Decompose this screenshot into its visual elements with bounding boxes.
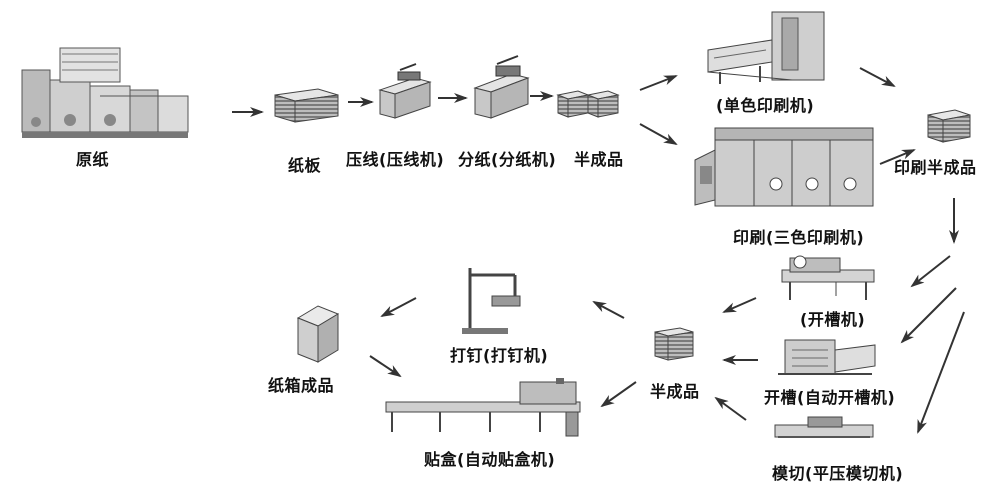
arrow-slotter-to-semi bbox=[722, 297, 757, 313]
arrow-semi-to-stitching bbox=[592, 301, 625, 319]
label-die-cut: 模切(平压模切机) bbox=[772, 464, 904, 483]
slitting-machine-icon bbox=[473, 55, 530, 119]
arrow-semi-to-single-printer bbox=[639, 75, 678, 91]
label-raw-paper: 原纸 bbox=[76, 150, 110, 169]
label-three-color-printer: 印刷(三色印刷机) bbox=[733, 228, 865, 247]
auto-slotter-machine-icon bbox=[778, 339, 876, 375]
label-semi-bottom: 半成品 bbox=[650, 382, 700, 401]
label-single-printer: (单色印刷机) bbox=[716, 96, 815, 115]
arrow-to-auto-slotter bbox=[900, 287, 957, 344]
creasing-machine-icon bbox=[378, 63, 432, 119]
arrow-stitching-to-box bbox=[380, 297, 417, 317]
arrow-semi-to-three-color-printer bbox=[639, 123, 678, 145]
label-gluing: 贴盒(自动贴盒机) bbox=[424, 450, 556, 469]
label-creasing: 压线(压线机) bbox=[346, 150, 445, 169]
label-semi-top: 半成品 bbox=[574, 150, 624, 169]
arrow-gluing-to-box bbox=[369, 355, 402, 378]
arrow-to-slotter bbox=[910, 255, 951, 288]
die-cutter-machine-icon bbox=[774, 416, 874, 438]
semi-product-bottom-icon bbox=[654, 327, 694, 361]
arrow-three-color-to-printed bbox=[879, 149, 916, 165]
label-printed-semi: 印刷半成品 bbox=[894, 158, 977, 177]
three-color-printer-icon bbox=[694, 127, 874, 207]
semi-product-stacks-icon bbox=[556, 90, 620, 118]
arrow-single-printer-to-printed bbox=[859, 67, 896, 87]
label-board: 纸板 bbox=[288, 156, 322, 175]
arrow-to-die-cut bbox=[917, 311, 965, 434]
printed-semi-product-icon bbox=[927, 109, 971, 143]
board-stack-icon bbox=[274, 88, 339, 123]
gluing-machine-icon bbox=[385, 378, 581, 437]
single-color-printer-icon bbox=[707, 11, 825, 84]
arrow-die-cut-to-semi bbox=[714, 396, 747, 421]
label-slitting: 分纸(分纸机) bbox=[458, 150, 557, 169]
label-auto-slotter: 开槽(自动开槽机) bbox=[764, 388, 896, 407]
flow-arrows bbox=[232, 67, 965, 434]
label-slotter: (开槽机) bbox=[800, 310, 866, 329]
label-stitching: 打钉(打钉机) bbox=[450, 346, 549, 365]
slotter-machine-icon bbox=[781, 255, 875, 300]
arrow-semi-to-gluing bbox=[600, 381, 637, 408]
stitching-machine-icon bbox=[462, 268, 521, 334]
corrugator-machine-icon bbox=[21, 47, 189, 138]
label-finished-box: 纸箱成品 bbox=[268, 376, 335, 395]
finished-box-icon bbox=[296, 305, 340, 363]
